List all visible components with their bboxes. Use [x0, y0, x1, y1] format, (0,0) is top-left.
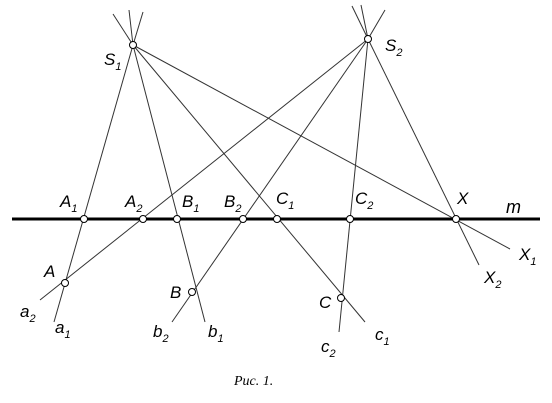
s1-ray-stub — [112, 13, 134, 46]
label-a: A — [43, 262, 55, 281]
ray-s1-c1 — [132, 44, 366, 323]
point-b2 — [239, 215, 247, 223]
ray-s2-x — [367, 38, 480, 266]
point-c — [337, 294, 345, 302]
label-s2: S2 — [385, 36, 402, 59]
point-b1 — [173, 215, 181, 223]
label-s1: S1 — [104, 50, 121, 73]
label-a1: A1 — [59, 192, 77, 215]
label-b2: B2 — [224, 192, 241, 215]
label-c1-line: c1 — [375, 325, 390, 348]
point-s2 — [364, 35, 372, 43]
label-b1-line: b1 — [208, 322, 224, 345]
label-x2: X2 — [483, 268, 501, 291]
point-a2 — [139, 215, 147, 223]
ray-s2-c2 — [338, 38, 369, 333]
ray-s2-a2 — [39, 38, 369, 301]
label-x1: X1 — [518, 245, 536, 268]
label-a1-line: a1 — [55, 318, 71, 341]
s2-ray-stub — [351, 5, 369, 40]
ray-s1-b1 — [132, 44, 206, 323]
point-c2 — [346, 215, 354, 223]
label-b: B — [170, 283, 181, 302]
label-c: C — [319, 293, 332, 312]
point-b — [188, 288, 196, 296]
label-m: m — [506, 197, 521, 217]
point-a — [61, 279, 69, 287]
label-c2: C2 — [355, 189, 373, 212]
label-c1: C1 — [276, 189, 294, 212]
s2-ray-stub — [367, 9, 386, 40]
label-a2: A2 — [124, 192, 142, 215]
label-b2-line: b2 — [153, 322, 169, 345]
ray-s1-x — [132, 44, 511, 250]
label-x: X — [456, 189, 469, 208]
figure-caption: Рис. 1. — [233, 374, 273, 389]
label-a2-line: a2 — [20, 302, 36, 325]
point-s1 — [129, 41, 137, 49]
point-x — [452, 215, 460, 223]
label-b1: B1 — [182, 192, 199, 215]
s1-ray-stub — [128, 9, 134, 46]
ray-s1-a1 — [53, 44, 134, 323]
label-c2-line: c2 — [321, 337, 336, 360]
ray-s2-b2 — [171, 38, 369, 323]
point-c1 — [273, 215, 281, 223]
s2-ray-stub — [360, 4, 369, 40]
s1-ray-stub — [132, 11, 144, 46]
point-a1 — [80, 215, 88, 223]
